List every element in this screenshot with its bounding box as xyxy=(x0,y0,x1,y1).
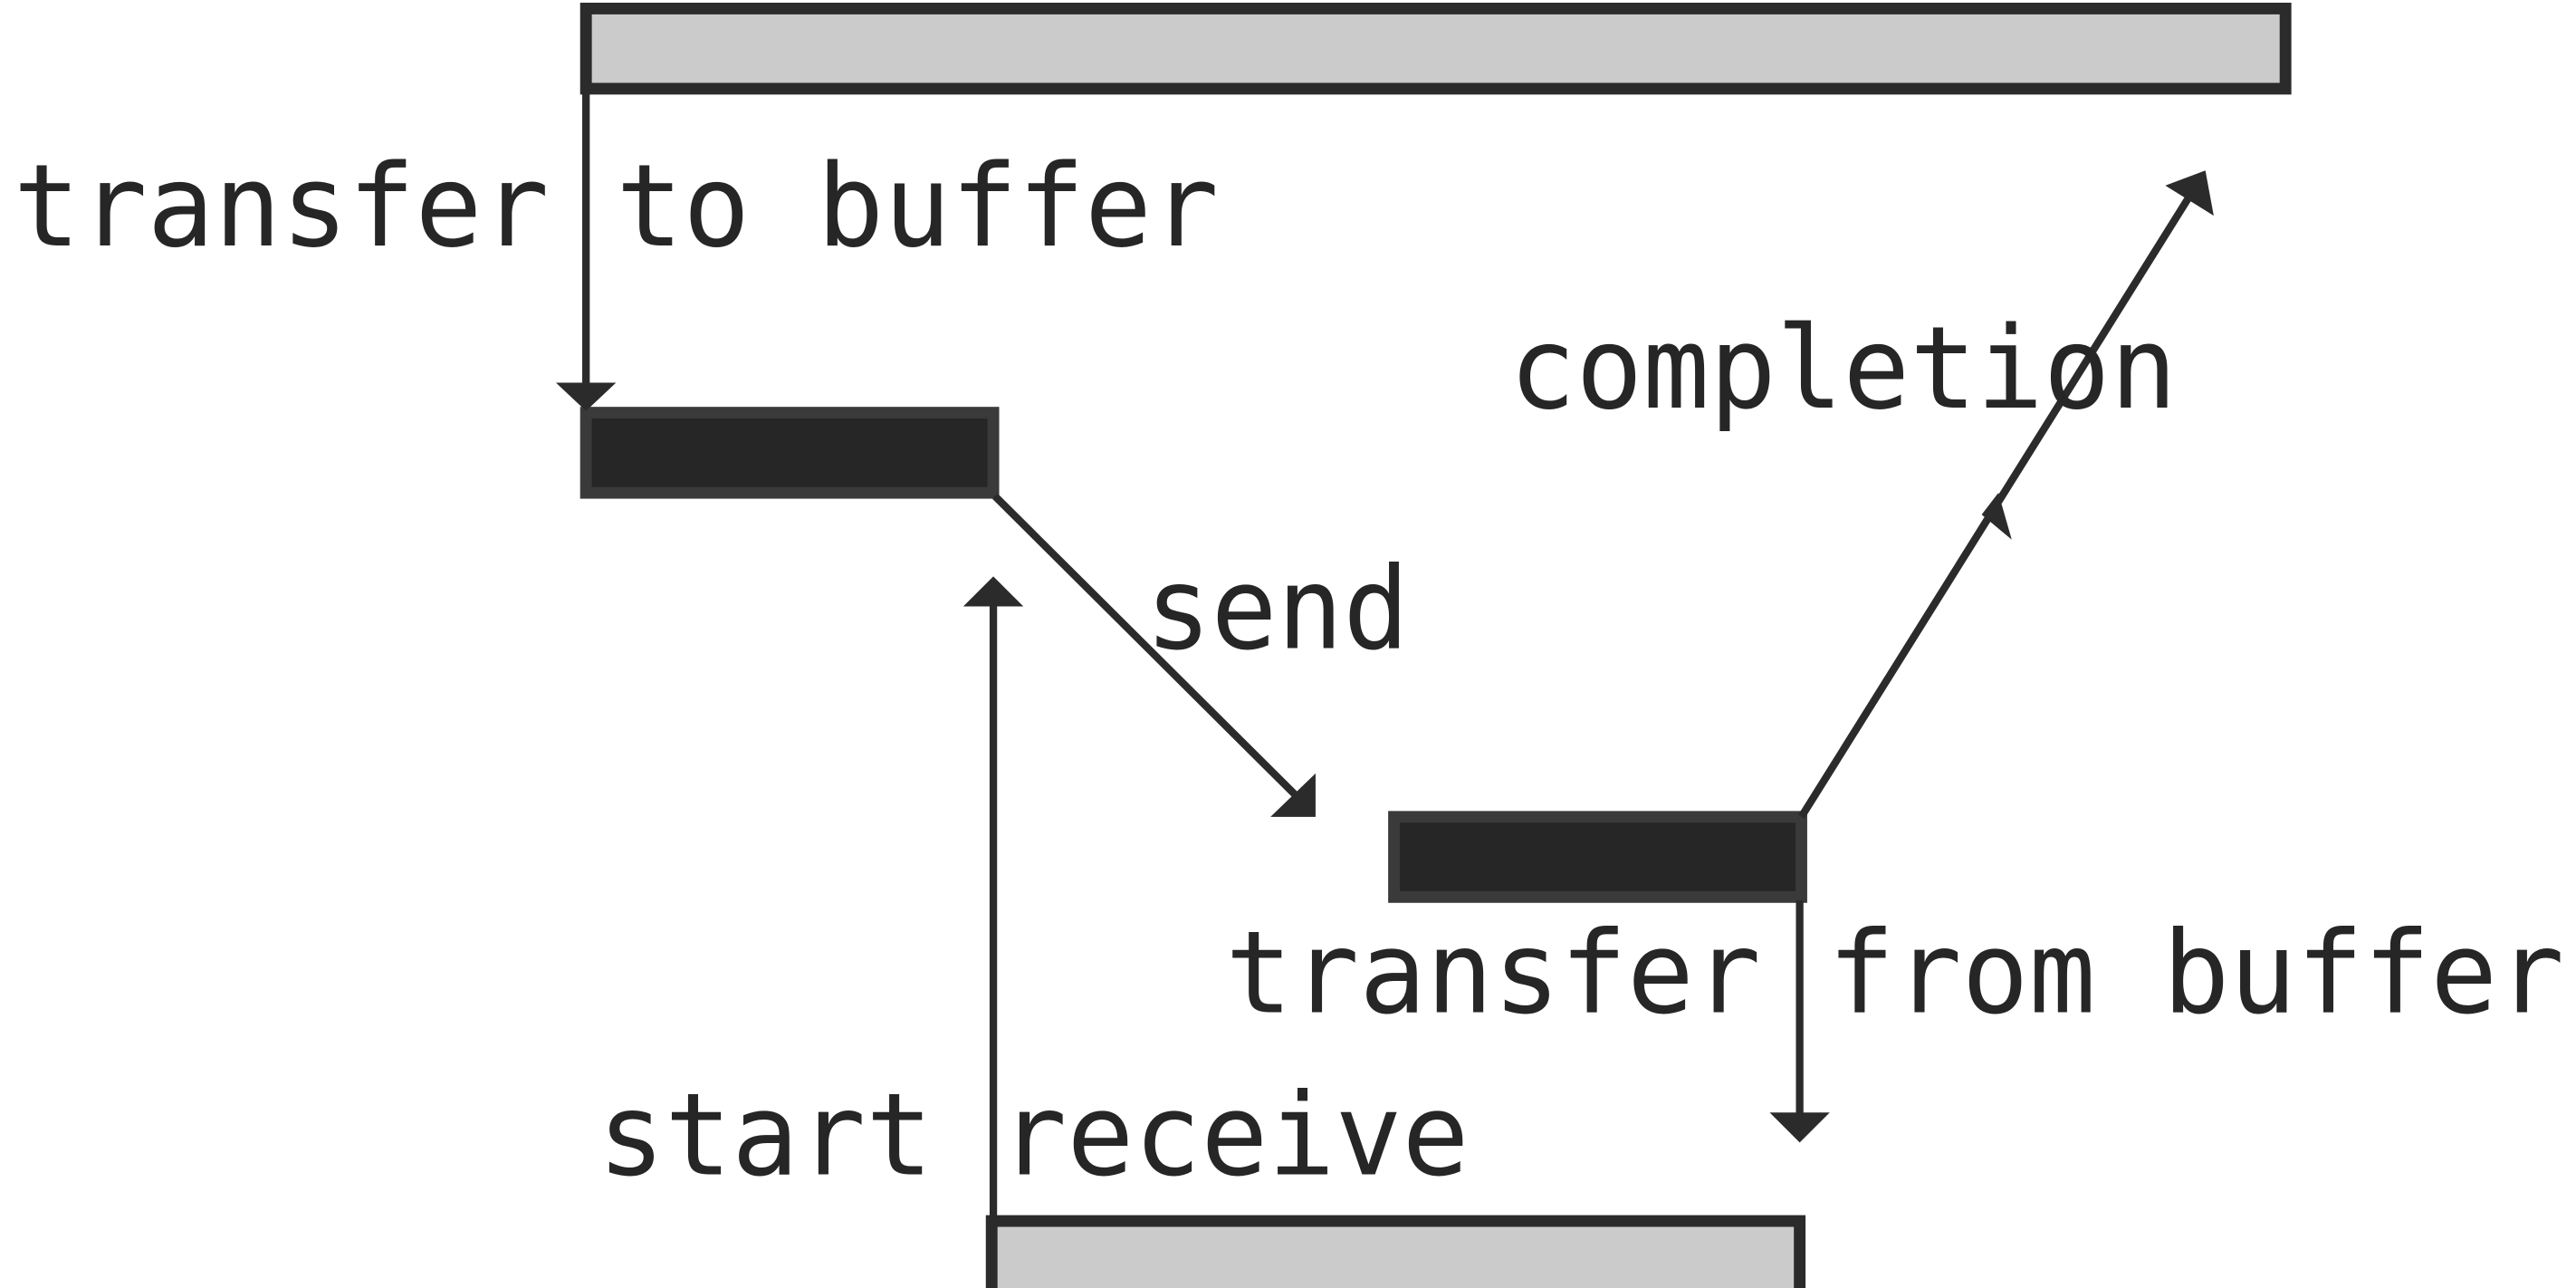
send-arrow xyxy=(991,493,1298,798)
transfer-to-buffer-label: transfer to buffer xyxy=(14,140,1219,273)
completion-arrowhead xyxy=(2165,170,2214,216)
completion-midpoint-arrowhead xyxy=(1981,493,2012,540)
transfer-from-buffer-arrowhead xyxy=(1769,1112,1830,1143)
start-receive-label: start receive xyxy=(598,1069,1469,1201)
transfer-to-buffer-arrowhead xyxy=(555,382,617,411)
sender-buffer-bar xyxy=(579,407,1000,499)
receiver-buffer-bar xyxy=(1388,811,1807,903)
receiver-memory-bar xyxy=(985,1215,1806,1288)
sender-memory-bar xyxy=(579,2,2292,95)
transfer-from-buffer-label: transfer from buffer xyxy=(1225,908,2564,1040)
send-label: send xyxy=(1145,543,1409,676)
start-receive-arrowhead xyxy=(962,576,1024,607)
completion-label: completion xyxy=(1509,303,2178,435)
